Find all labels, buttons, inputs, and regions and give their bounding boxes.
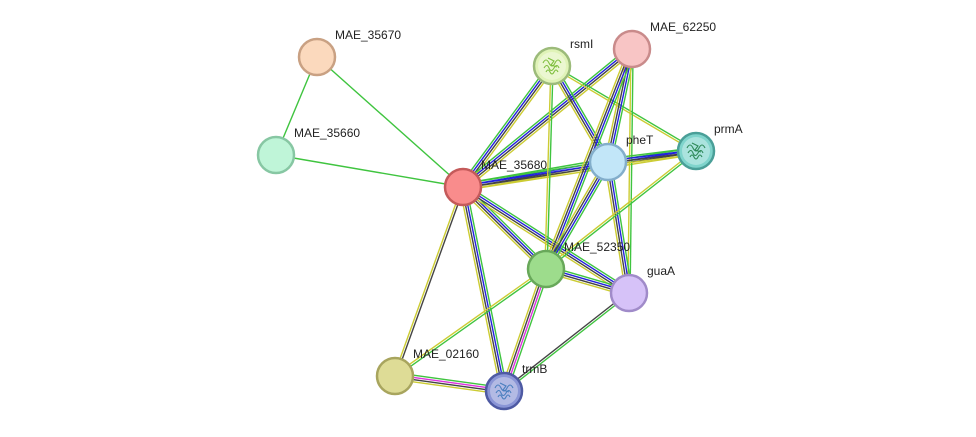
edge-line — [544, 161, 608, 269]
edge-line — [461, 187, 546, 271]
edge-line — [544, 149, 696, 269]
edge-guaA-trmB — [502, 291, 631, 393]
node-label: MAE_35680 — [481, 158, 547, 172]
edge-line — [606, 48, 632, 162]
edge-MAE_62250-guaA — [627, 48, 634, 294]
edge-line — [460, 188, 545, 272]
node-label: MAE_02160 — [413, 347, 479, 361]
edge-line — [460, 45, 631, 185]
node-label: MAE_35670 — [335, 28, 401, 42]
edge-MAE_52350-MAE_02160 — [393, 267, 548, 378]
edge-line — [393, 186, 463, 376]
edge-MAE_35670-MAE_35680 — [316, 56, 464, 188]
edge-pheT-guaA — [604, 161, 633, 294]
edge-line — [608, 49, 634, 163]
node-label: MAE_52350 — [564, 240, 630, 254]
edge-line — [506, 269, 550, 393]
protein-structure-icon — [686, 142, 706, 160]
edge-line — [462, 149, 696, 187]
edge-line — [459, 187, 502, 392]
node-MAE_35660[interactable]: MAE_35660 — [256, 126, 360, 175]
edge-line — [546, 162, 610, 270]
edge-line — [542, 47, 630, 269]
node-circle[interactable] — [609, 273, 649, 313]
edge-line — [463, 49, 634, 189]
edge-pheT-MAE_52350 — [542, 159, 612, 272]
node-MAE_62250[interactable]: MAE_62250 — [612, 20, 716, 69]
edges-layer — [275, 45, 698, 395]
edge-line — [502, 268, 546, 391]
edge-line — [463, 66, 554, 189]
edge-line — [395, 187, 465, 377]
edge-line — [275, 154, 464, 188]
node-circle[interactable] — [443, 167, 483, 207]
edge-line — [502, 291, 629, 391]
node-rsmI[interactable]: rsmI — [532, 37, 593, 86]
node-guaA[interactable]: guaA — [609, 264, 675, 313]
node-label: rsmI — [570, 37, 593, 51]
edge-line — [462, 147, 696, 185]
node-circle[interactable] — [256, 135, 296, 175]
edge-line — [460, 189, 628, 297]
edge-MAE_35680-MAE_02160 — [393, 186, 465, 377]
edge-line — [542, 159, 606, 268]
edge-line — [461, 64, 552, 187]
edge-line — [316, 56, 464, 188]
node-MAE_35670[interactable]: MAE_35670 — [297, 28, 401, 77]
edge-line — [459, 63, 550, 186]
edge-line — [504, 293, 631, 393]
edge-prmA-MAE_52350 — [544, 149, 698, 271]
node-circle[interactable] — [297, 37, 337, 77]
node-label: MAE_35660 — [294, 126, 360, 140]
node-circle[interactable] — [375, 356, 415, 396]
node-label: MAE_62250 — [650, 20, 716, 34]
edge-line — [627, 48, 632, 293]
edge-line — [546, 151, 698, 271]
node-label: guaA — [647, 264, 675, 278]
edge-line — [610, 161, 633, 293]
edge-line — [604, 48, 630, 162]
edge-rsmI-MAE_52350 — [544, 65, 554, 270]
edge-line — [606, 162, 629, 294]
edge-rsmI-prmA — [551, 64, 697, 153]
edge-line — [500, 267, 544, 391]
edge-line — [461, 187, 504, 392]
edge-line — [463, 151, 697, 189]
edge-line — [465, 186, 508, 391]
node-MAE_52350[interactable]: MAE_52350 — [526, 240, 630, 289]
node-label: pheT — [626, 133, 654, 147]
edge-line — [544, 65, 552, 269]
protein-structure-icon — [494, 382, 514, 400]
node-prmA[interactable]: prmA — [676, 122, 743, 171]
edge-MAE_52350-trmB — [500, 267, 550, 393]
edge-line — [552, 64, 697, 151]
edge-line — [548, 163, 612, 272]
node-pheT[interactable]: pheT — [588, 133, 654, 182]
edge-line — [551, 66, 696, 153]
protein-structure-icon — [542, 57, 562, 75]
node-MAE_35680[interactable]: MAE_35680 — [443, 158, 547, 207]
edge-line — [546, 66, 554, 270]
node-label: prmA — [714, 122, 743, 136]
node-MAE_02160[interactable]: MAE_02160 — [375, 347, 479, 396]
edge-line — [608, 161, 631, 293]
edge-line — [544, 48, 632, 269]
node-circle[interactable] — [526, 249, 566, 289]
node-trmB[interactable]: trmB — [484, 362, 547, 411]
edge-MAE_35680-trmB — [459, 186, 508, 392]
edge-line — [504, 269, 548, 392]
node-label: trmB — [522, 362, 547, 376]
edge-line — [463, 186, 506, 391]
edge-MAE_35660-MAE_35680 — [275, 154, 464, 188]
edge-line — [393, 267, 546, 376]
edge-line — [395, 269, 548, 378]
edge-line — [604, 162, 627, 294]
node-circle[interactable] — [612, 29, 652, 69]
edge-line — [463, 185, 630, 293]
edge-line — [629, 49, 634, 294]
edge-line — [461, 47, 632, 187]
node-circle[interactable] — [588, 142, 628, 182]
